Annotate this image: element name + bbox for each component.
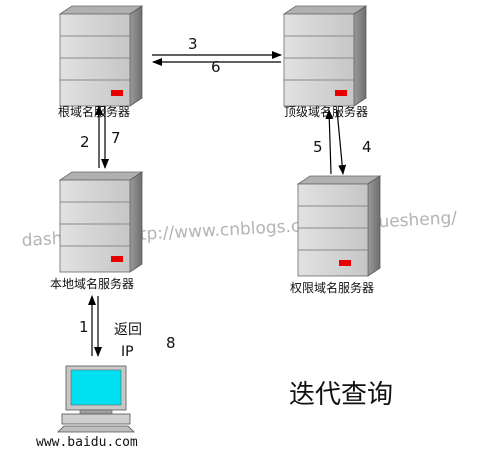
local-server-label: 本地域名服务器 <box>50 276 134 291</box>
local-server-icon <box>58 171 144 273</box>
tld-server-icon <box>282 5 368 107</box>
step-2-label: 2 <box>80 133 90 151</box>
arrow-step-5 <box>325 109 334 175</box>
root-server-label: 根域名服务器 <box>58 104 130 119</box>
diagram-title: 迭代查询 <box>289 380 393 410</box>
step-4-label: 4 <box>362 138 372 156</box>
return-ip-line2: IP <box>121 344 134 360</box>
root-server-icon <box>58 5 144 107</box>
arrow-step-4 <box>336 109 347 175</box>
authoritative-server-icon <box>296 175 382 277</box>
client-label: www.baidu.com <box>36 435 138 450</box>
client-computer-icon <box>57 365 135 433</box>
tld-server-label: 顶级域名服务器 <box>284 104 368 119</box>
step-6-label: 6 <box>211 58 221 76</box>
step-7-label: 7 <box>111 129 121 147</box>
step-1-label: 1 <box>79 318 89 336</box>
return-ip-line1: 返回 <box>114 322 142 338</box>
authoritative-server-label: 权限域名服务器 <box>290 280 374 295</box>
step-8-label: 8 <box>166 334 176 352</box>
step-5-label: 5 <box>313 138 323 156</box>
step-3-label: 3 <box>188 35 198 53</box>
